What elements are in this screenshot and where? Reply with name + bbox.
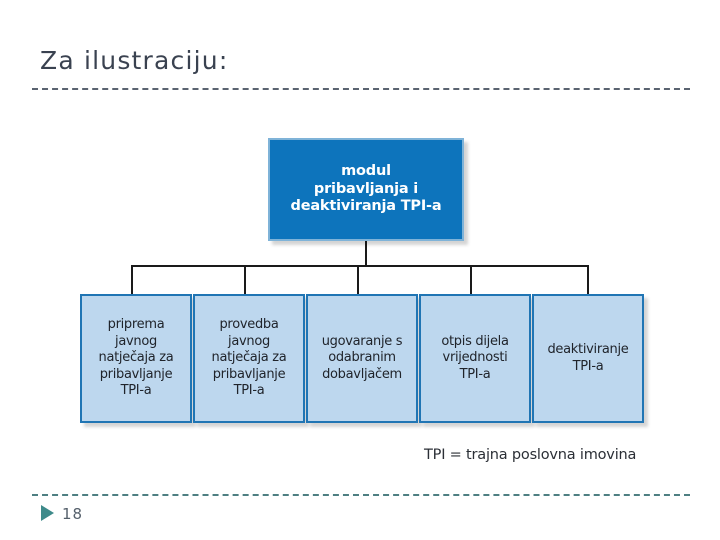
page-number: 18: [62, 505, 84, 523]
connector-drop-1: [131, 265, 133, 295]
connector-drop-5: [587, 265, 589, 295]
connector-drop-2: [244, 265, 246, 295]
footer-divider: [32, 494, 690, 496]
connector-drop-4: [470, 265, 472, 295]
connector-drop-3: [357, 265, 359, 295]
page-title: Za ilustraciju:: [40, 46, 229, 75]
connector-root-stem: [365, 241, 367, 267]
legend-caption: TPI = trajna poslovna imovina: [424, 447, 637, 463]
title-divider: [32, 88, 690, 90]
triangle-bullet-icon: [41, 505, 54, 521]
connector-horizontal-bus: [131, 265, 588, 267]
